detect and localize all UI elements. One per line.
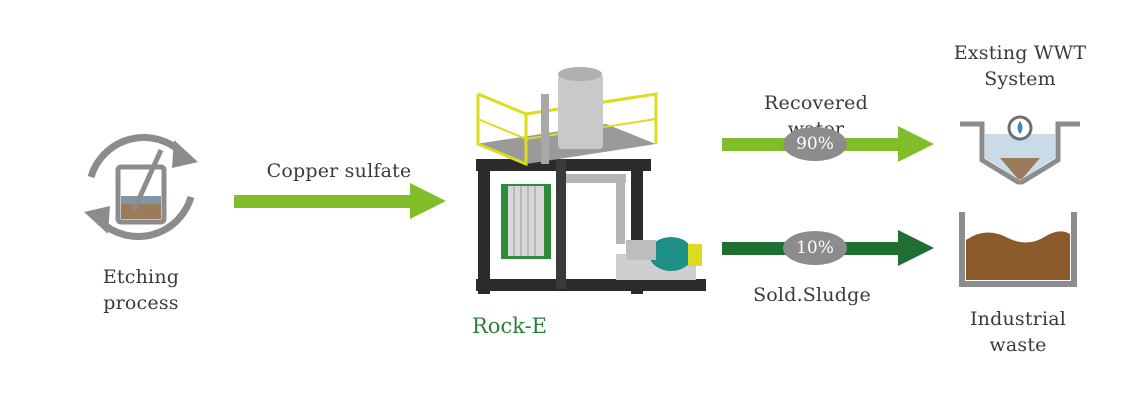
input-label: Copper sulfate — [266, 160, 412, 182]
input-arrow — [234, 183, 446, 219]
source-label: Etching process — [102, 266, 180, 314]
settling-tank-icon — [960, 115, 1080, 185]
waste-label: Industrial waste — [969, 308, 1067, 356]
wwt-label: Exsting WWT System — [953, 42, 1087, 90]
sludge-percent-badge: 10% — [783, 231, 847, 265]
sludge-container-icon — [959, 212, 1077, 287]
sludge-label: Sold.Sludge — [753, 284, 871, 306]
beaker-cycle-icon — [84, 133, 198, 241]
treatment-plant-image — [476, 67, 706, 294]
water-percent-badge: 90% — [783, 127, 847, 161]
machine-label: Rock-E — [472, 314, 547, 338]
